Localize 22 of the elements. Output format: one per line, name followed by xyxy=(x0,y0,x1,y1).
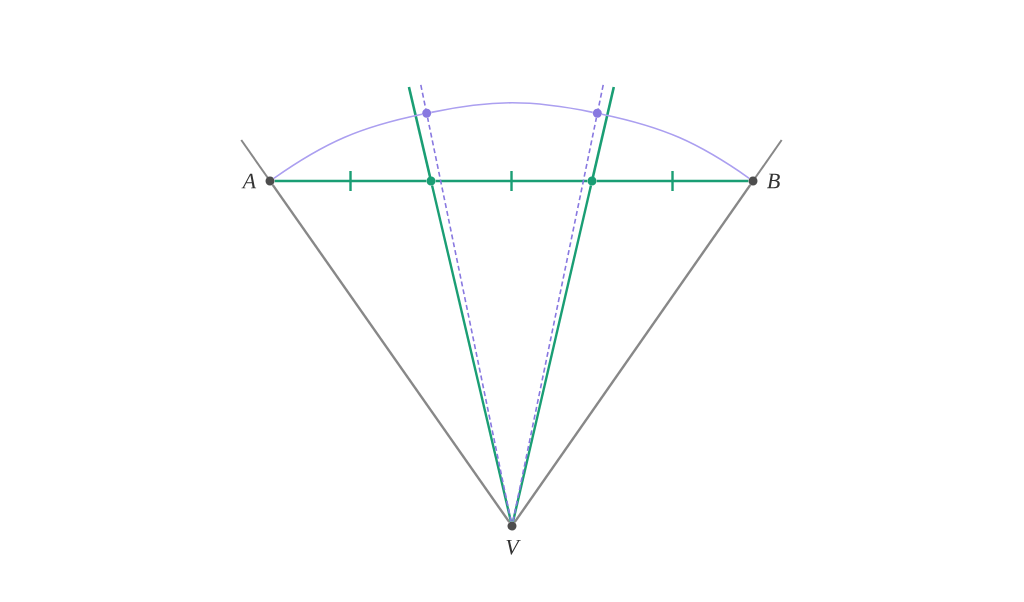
labeled-point: V xyxy=(506,521,521,555)
labeled-point: B xyxy=(748,173,780,189)
line xyxy=(596,179,749,183)
line xyxy=(513,184,752,523)
line xyxy=(271,184,511,523)
arc xyxy=(430,102,594,114)
point xyxy=(592,108,602,118)
node-label: B xyxy=(767,173,780,189)
line xyxy=(430,185,513,522)
node-label: A xyxy=(241,173,257,189)
line xyxy=(274,179,427,183)
dashed-line xyxy=(512,117,598,523)
line xyxy=(511,185,593,522)
labeled-point: A xyxy=(241,173,275,189)
point xyxy=(587,176,597,186)
dashed-line xyxy=(426,117,512,523)
point xyxy=(422,108,432,118)
point xyxy=(426,176,436,186)
arc xyxy=(273,113,423,180)
arc xyxy=(601,113,750,180)
node-label: V xyxy=(506,539,521,555)
line xyxy=(435,179,588,183)
